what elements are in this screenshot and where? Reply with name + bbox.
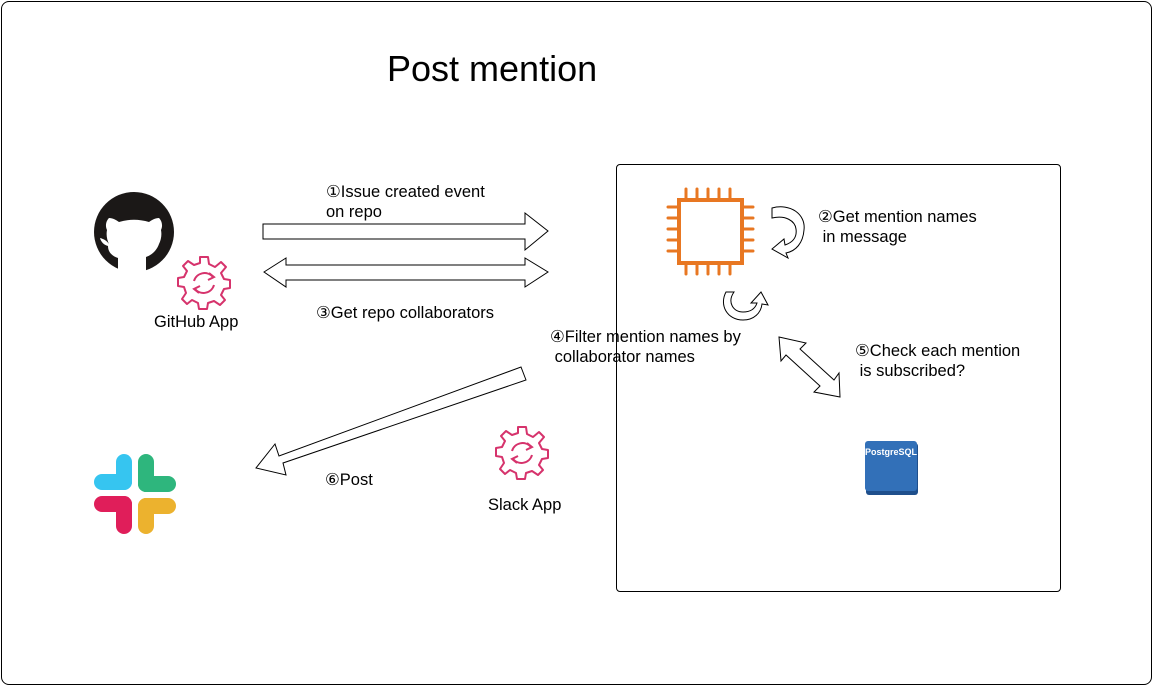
arrow-check-subscribed — [778, 336, 841, 398]
slack-logo-icon — [94, 454, 176, 534]
compute-chip-icon — [666, 187, 755, 276]
step-1-label: ①Issue created event on repo — [326, 183, 485, 221]
step-4-label: ④Filter mention names by collaborator na… — [550, 328, 741, 366]
github-app-gear-icon — [177, 256, 231, 310]
diagram-title: Post mention — [387, 48, 598, 89]
step-3-label: ③Get repo collaborators — [316, 304, 495, 322]
server-boundary-box — [616, 164, 1061, 592]
slack-app-label: Slack App — [488, 496, 562, 514]
arrow-filter-mention-names — [722, 291, 769, 321]
arrow-post — [255, 366, 527, 476]
arrow-get-collaborators — [263, 257, 549, 288]
github-app-label: GitHub App — [154, 313, 239, 331]
step-5-label: ⑤Check each mention is subscribed? — [855, 342, 1021, 380]
step-6-label: ⑥Post — [325, 471, 373, 489]
arrow-get-mention-names — [771, 206, 805, 260]
postgresql-database-icon: PostgreSQL — [865, 441, 918, 495]
postgresql-label: PostgreSQL — [865, 447, 918, 457]
arrow-issue-created — [262, 211, 549, 252]
slack-app-gear-icon — [495, 426, 549, 480]
github-logo-icon — [94, 192, 174, 272]
step-2-label: ②Get mention names in message — [818, 208, 977, 246]
